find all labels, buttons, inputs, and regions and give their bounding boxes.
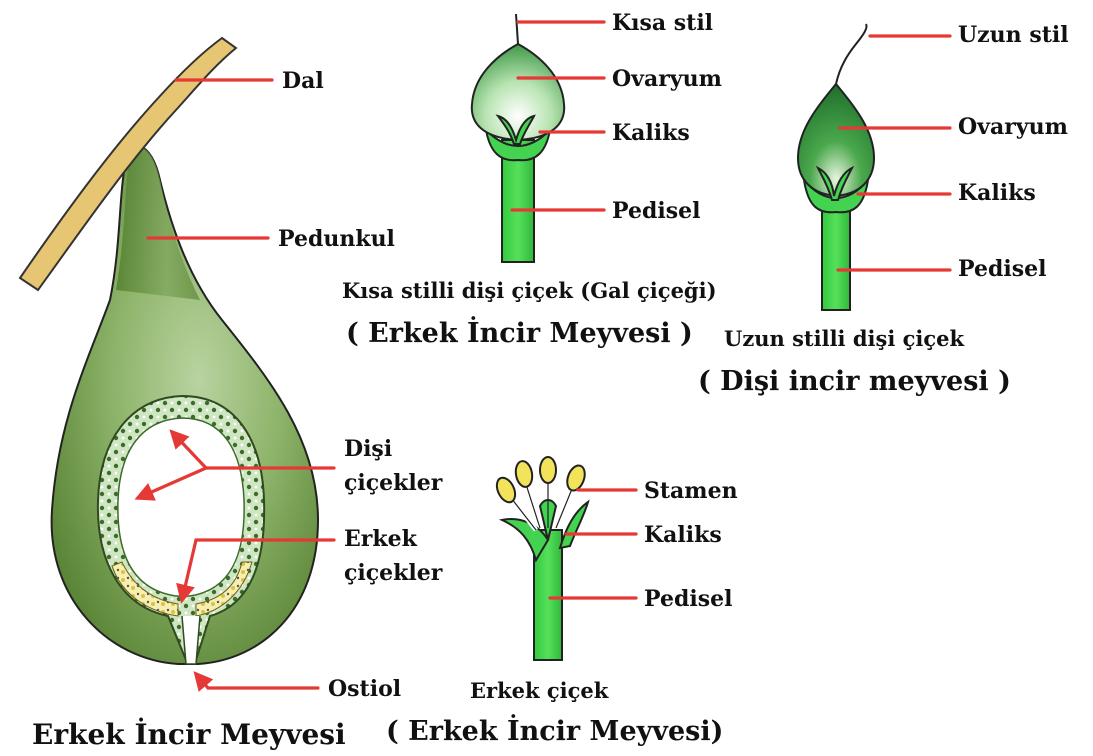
caption-long-style-1: Uzun stilli dişi çiçek <box>724 326 965 351</box>
long-style-flower <box>798 24 874 310</box>
label-erkek-cicekler-1: Erkek <box>344 526 418 552</box>
label-kaliks-3: Kaliks <box>644 522 722 548</box>
caption-fig: Erkek İncir Meyvesi <box>32 717 346 751</box>
label-kisa-stil: Kısa stil <box>612 10 713 36</box>
long-style-pedicel-shape <box>822 206 850 310</box>
label-erkek-cicekler-2: çiçekler <box>344 560 443 586</box>
label-ovaryum-2: Ovaryum <box>958 114 1068 140</box>
label-kaliks-1: Kaliks <box>612 120 690 146</box>
anther <box>514 460 534 488</box>
label-uzun-stil: Uzun stil <box>958 22 1069 48</box>
label-disi-cicekler-1: Dişi <box>344 436 392 462</box>
anther <box>540 457 556 483</box>
caption-short-style-1: Kısa stilli dişi çiçek (Gal çiçeği) <box>342 278 717 303</box>
label-dal: Dal <box>282 68 324 94</box>
label-disi-cicekler-2: çiçekler <box>344 470 443 496</box>
label-kaliks-2: Kaliks <box>958 180 1036 206</box>
short-style-ovary-shape <box>472 44 564 140</box>
long-style-ovary-shape <box>798 84 874 196</box>
labels: Dal Pedunkul Dişi çiçekler Erkek çiçekle… <box>278 10 1069 702</box>
label-ostiol: Ostiol <box>328 676 401 702</box>
caption-male-flower-2: ( Erkek İncir Meyvesi) <box>386 713 723 747</box>
caption-long-style-2: ( Dişi incir meyvesi ) <box>698 366 1011 397</box>
label-pedisel-2: Pedisel <box>958 256 1046 282</box>
short-style-flower <box>472 14 564 262</box>
caption-short-style-2: ( Erkek İncir Meyvesi ) <box>346 315 693 349</box>
caption-male-flower-1: Erkek çiçek <box>470 678 609 703</box>
label-pedisel-3: Pedisel <box>644 586 732 612</box>
label-stamen: Stamen <box>644 478 738 504</box>
male-flower <box>493 457 588 660</box>
label-pedunkul: Pedunkul <box>278 226 395 252</box>
label-pedisel-1: Pedisel <box>612 198 700 224</box>
label-ovaryum-1: Ovaryum <box>612 66 722 92</box>
